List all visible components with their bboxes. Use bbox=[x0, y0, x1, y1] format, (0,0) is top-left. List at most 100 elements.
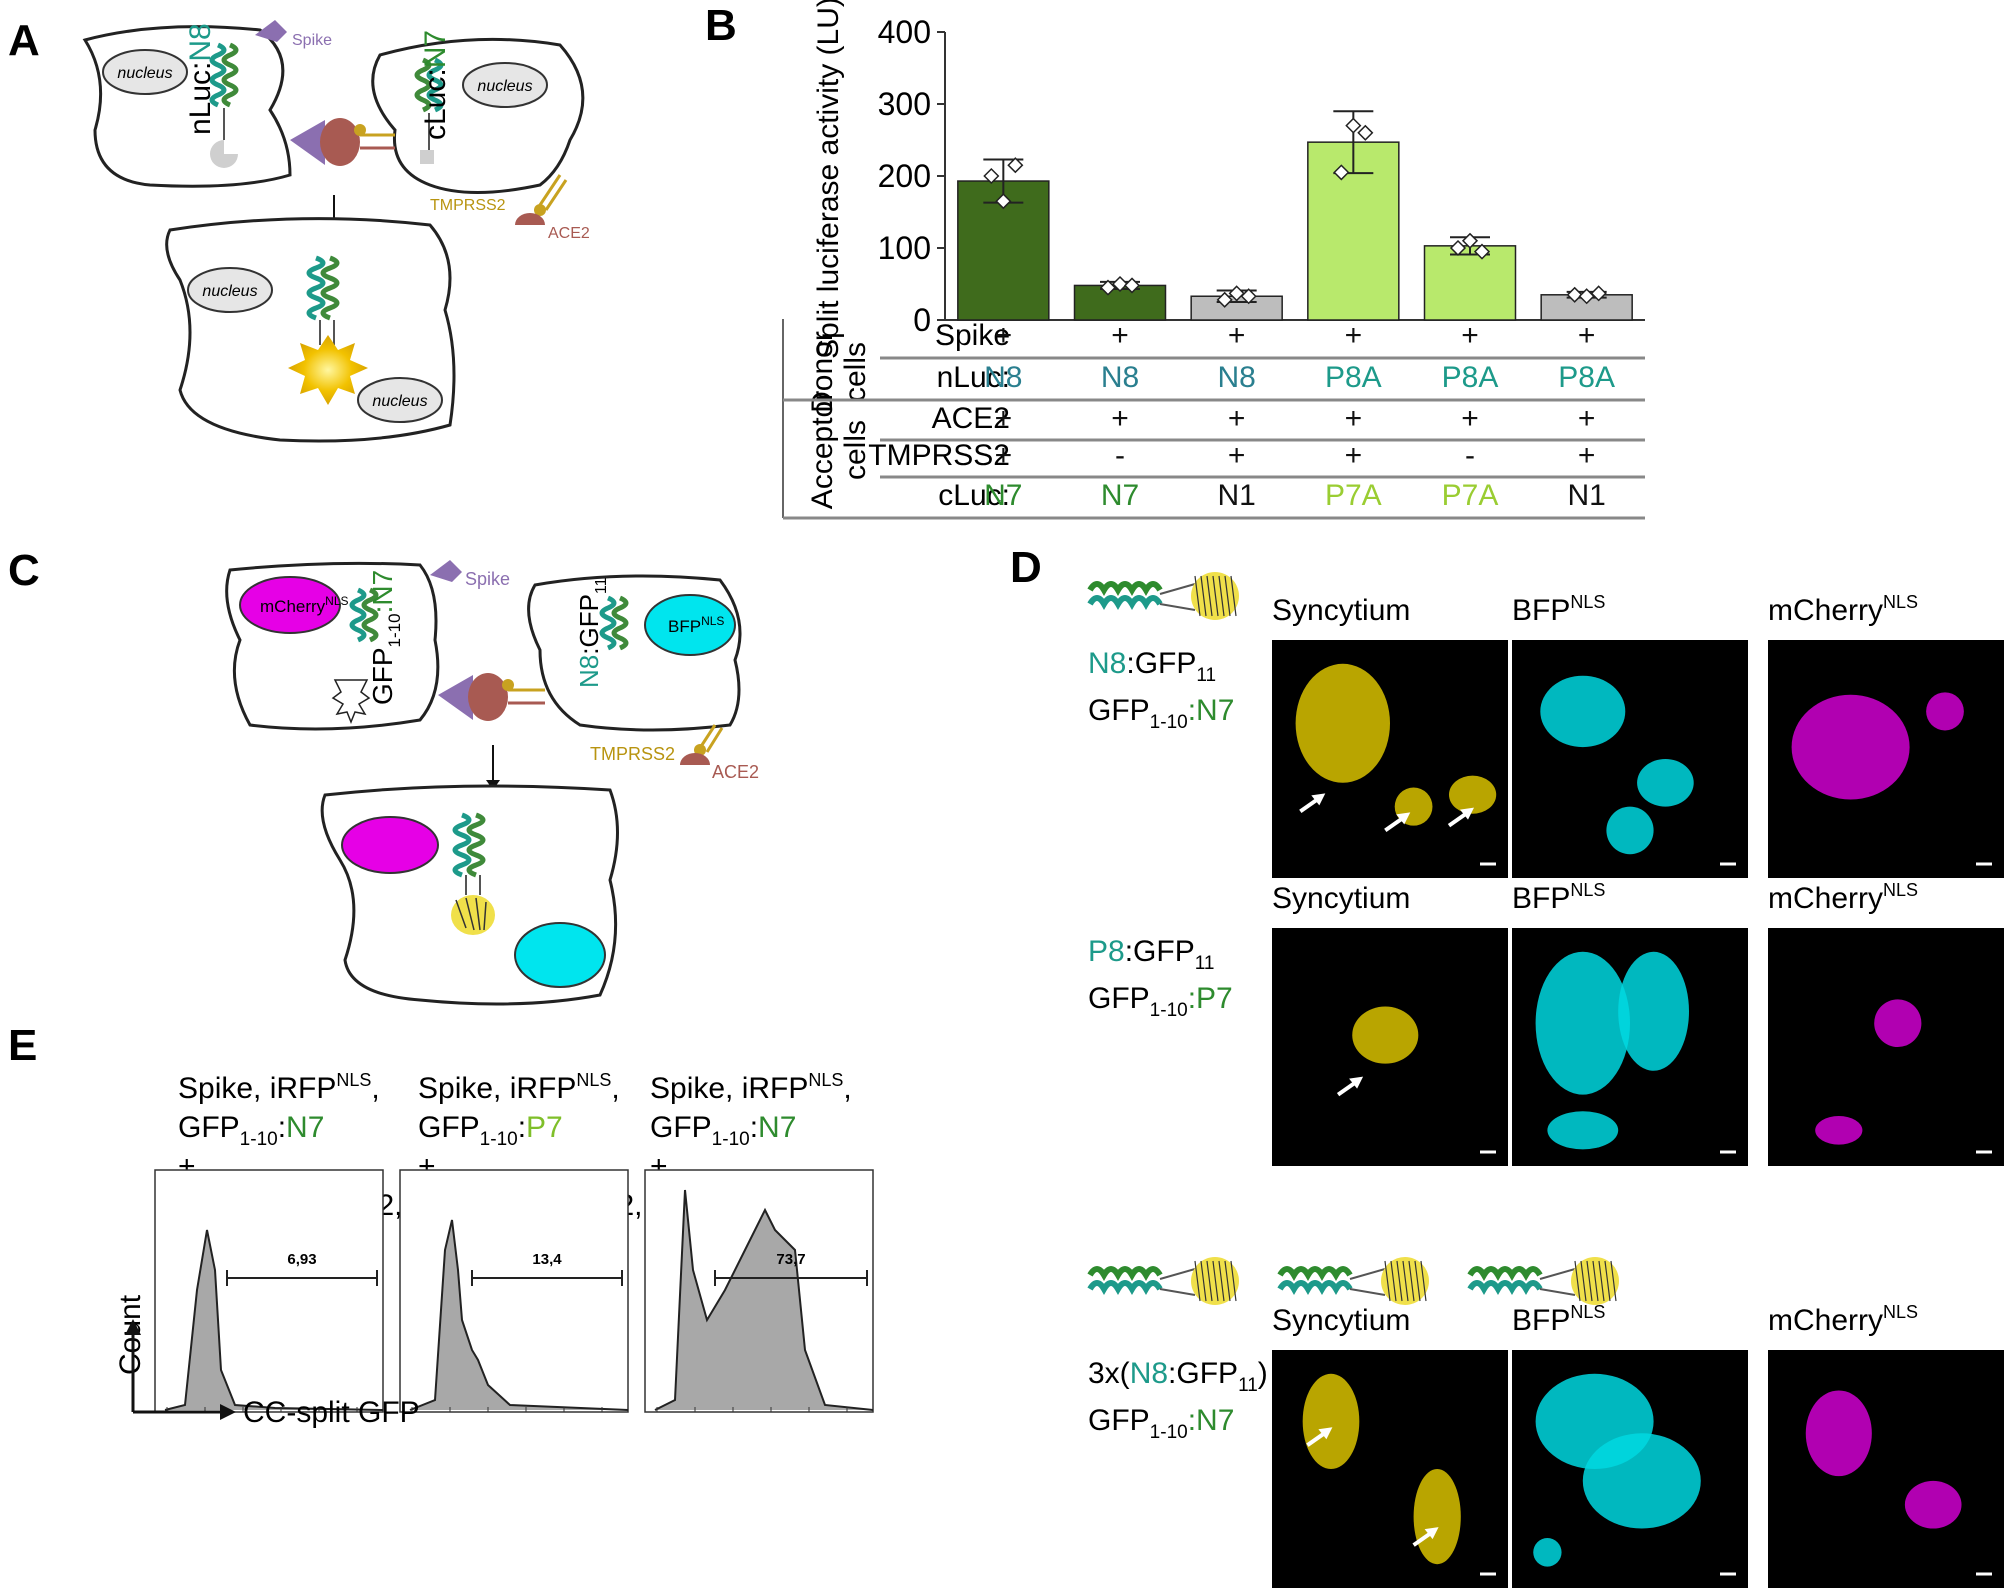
coiled-coil-gfp-icon bbox=[1277, 1257, 1429, 1305]
data-point bbox=[1449, 239, 1467, 257]
nucleus-icon bbox=[462, 62, 548, 108]
ace2-icon bbox=[320, 118, 360, 166]
luciferase-glow-icon bbox=[288, 335, 368, 405]
gate-percent-label: 6,93 bbox=[287, 1251, 316, 1268]
panel-d-letter: D bbox=[1010, 543, 1042, 592]
data-point bbox=[1357, 124, 1374, 141]
table-cell: + bbox=[995, 402, 1013, 435]
data-point bbox=[1590, 285, 1607, 302]
bfp-image bbox=[1512, 1350, 1748, 1588]
spike-label: Spike bbox=[292, 32, 332, 49]
table-row-label: nLuc: bbox=[937, 361, 1010, 394]
col-header-mcherry: mCherryNLS bbox=[1768, 1302, 1918, 1337]
row-construct-label: GFP1-10:P7 bbox=[1088, 982, 1233, 1021]
table-cell: + bbox=[1461, 319, 1479, 352]
nucleus-icon bbox=[102, 49, 188, 95]
mcherry-image bbox=[1768, 1350, 2004, 1588]
coiled-coil-icon bbox=[452, 812, 486, 878]
donor-construct-label: GFP1-10:N7 bbox=[650, 1111, 796, 1150]
donor-construct-label: Spike, iRFPNLS, bbox=[178, 1070, 380, 1105]
tmprss2-label: TMPRSS2 bbox=[590, 744, 675, 764]
coiled-coil-gfp-icon bbox=[1087, 1257, 1239, 1305]
coiled-coil-icon bbox=[209, 42, 239, 108]
table-cell: N7 bbox=[984, 479, 1022, 512]
table-row-label: TMPRSS2 bbox=[868, 439, 1010, 472]
data-point bbox=[1099, 279, 1117, 296]
table-row-label: ACE2 bbox=[932, 402, 1010, 435]
gfp-barrel-icon bbox=[451, 895, 495, 935]
data-point bbox=[1216, 291, 1233, 308]
acceptor-group-label: cells bbox=[839, 420, 872, 480]
data-point bbox=[1333, 164, 1350, 181]
table-cell: + bbox=[1345, 439, 1363, 472]
data-point bbox=[1228, 285, 1245, 302]
panel-a-letter: A bbox=[8, 16, 40, 65]
panel-e-letter: E bbox=[8, 1021, 37, 1070]
table-row-label: cLuc: bbox=[938, 479, 1010, 512]
y-axis-title: Split luciferase activity (LU) bbox=[812, 0, 845, 359]
data-point bbox=[983, 167, 1000, 185]
ace2-label: ACE2 bbox=[548, 225, 590, 242]
panel-e: E Spike, iRFPNLS,GFP1-10:N7+ACE2, TMRSS2… bbox=[8, 1021, 875, 1429]
spike-icon bbox=[430, 560, 462, 582]
arrow-icon bbox=[1412, 1527, 1439, 1547]
data-point bbox=[1240, 288, 1257, 305]
nluc-label: nLuc:N8 bbox=[184, 23, 217, 135]
table-cell: + bbox=[1111, 402, 1129, 435]
bar bbox=[1423, 245, 1517, 321]
table-cell: N7 bbox=[1101, 479, 1139, 512]
tmprss2-label: TMPRSS2 bbox=[430, 197, 506, 214]
table-cell: + bbox=[1578, 402, 1596, 435]
histogram-curve bbox=[409, 1219, 629, 1411]
arrow-icon bbox=[1447, 807, 1474, 828]
panel-b: B Split luciferase activity (LU) 0100200… bbox=[705, 0, 1645, 520]
table-cell: - bbox=[1115, 439, 1125, 472]
spike-label: Spike bbox=[465, 569, 510, 589]
table-cell: + bbox=[1345, 402, 1363, 435]
table-cell: + bbox=[1345, 319, 1363, 352]
mcherry-image bbox=[1768, 928, 2004, 1166]
syncytium-image bbox=[1272, 640, 1508, 878]
syncytium-image bbox=[1272, 1350, 1508, 1588]
data-point bbox=[1111, 275, 1129, 293]
tmprss2-icon bbox=[694, 744, 706, 756]
data-point bbox=[1461, 232, 1479, 249]
col-header-bfp: BFPNLS bbox=[1512, 1302, 1605, 1337]
table-cell: + bbox=[995, 439, 1013, 472]
ace2-icon bbox=[515, 213, 545, 225]
gate-percent-label: 73,7 bbox=[776, 1251, 805, 1268]
row-construct-label: 3x(N8:GFP11) bbox=[1088, 1357, 1268, 1396]
data-point bbox=[995, 193, 1012, 210]
cluc-label: cLuc:N7 bbox=[419, 30, 452, 140]
y-tick-label: 200 bbox=[878, 158, 931, 194]
histogram-curve bbox=[164, 1229, 384, 1411]
bfp-image bbox=[1512, 928, 1748, 1166]
data-point bbox=[1473, 243, 1491, 260]
donor-construct-label: Spike, iRFPNLS, bbox=[418, 1070, 620, 1105]
spike-icon bbox=[438, 675, 473, 720]
x-axis-label: CC-split GFP bbox=[243, 1396, 420, 1429]
acceptor-cell bbox=[371, 37, 585, 194]
ace2-icon bbox=[680, 753, 710, 765]
row-construct-label: P8:GFP11 bbox=[1088, 935, 1214, 974]
n8-gfp11-label: N8:GFP11 bbox=[574, 577, 610, 688]
mcherry-nucleus-icon bbox=[239, 576, 341, 634]
nucleus-label: nucleus bbox=[202, 283, 257, 300]
table-cell: P8A bbox=[1325, 361, 1382, 394]
gfp-barrel-icon bbox=[331, 679, 371, 725]
col-header-syncytium: Syncytium bbox=[1272, 882, 1410, 915]
table-cell: + bbox=[1228, 319, 1246, 352]
bfp-nucleus-icon bbox=[514, 922, 606, 988]
arrow-icon bbox=[1306, 1427, 1333, 1447]
nucleus-icon bbox=[187, 267, 273, 313]
mcherry-image bbox=[1768, 640, 2004, 878]
table-cell: N8 bbox=[1217, 361, 1255, 394]
table-cell: + bbox=[1578, 439, 1596, 472]
table-cell: + bbox=[1111, 319, 1129, 352]
coiled-coil-icon bbox=[599, 595, 629, 651]
table-cell: N8 bbox=[984, 361, 1022, 394]
coiled-coil-gfp-icon bbox=[1467, 1257, 1619, 1305]
coiled-coil-icon bbox=[349, 587, 379, 643]
